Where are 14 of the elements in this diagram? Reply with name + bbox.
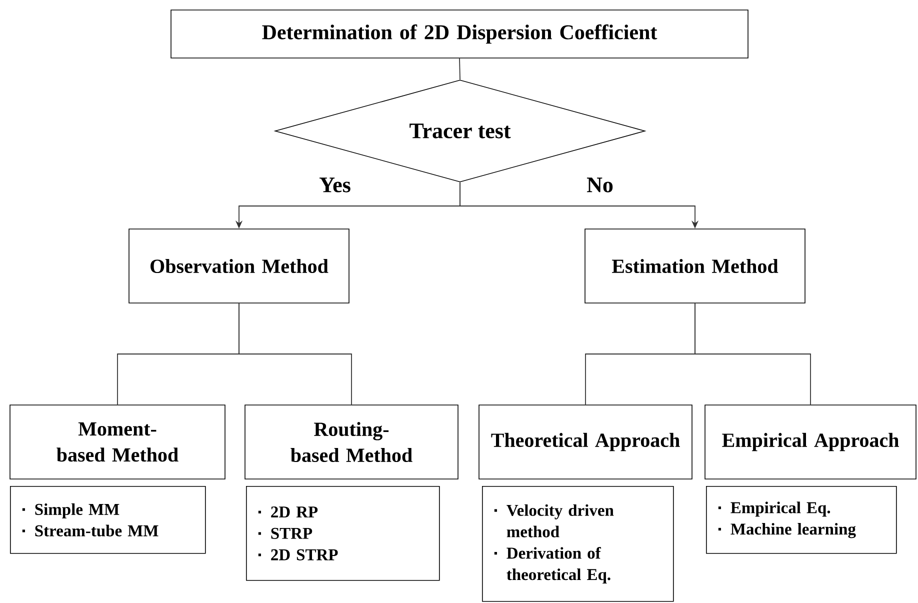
connector-line xyxy=(694,302,811,406)
method-box: Observation Method xyxy=(128,228,350,304)
list-box: Empirical Eq. Machine learning xyxy=(706,486,897,554)
method-box: Estimation Method xyxy=(584,228,806,304)
connector-line xyxy=(238,302,352,406)
list-box: Velocity driven method Derivation of theoretical Eq. xyxy=(482,486,674,602)
list-box: Simple MM Stream-tube MM xyxy=(10,486,206,554)
method-box: Empirical Approach xyxy=(704,404,916,480)
method-box: Moment-based Method xyxy=(10,404,226,480)
method-box: Theoretical Approach xyxy=(478,404,692,480)
title-box: Determination of 2D Dispersion Coefficient xyxy=(170,10,748,58)
list-box: 2D RP STRP 2D STRP xyxy=(246,486,440,581)
method-box: Routing-based Method xyxy=(244,404,458,480)
connector-line xyxy=(459,58,460,80)
